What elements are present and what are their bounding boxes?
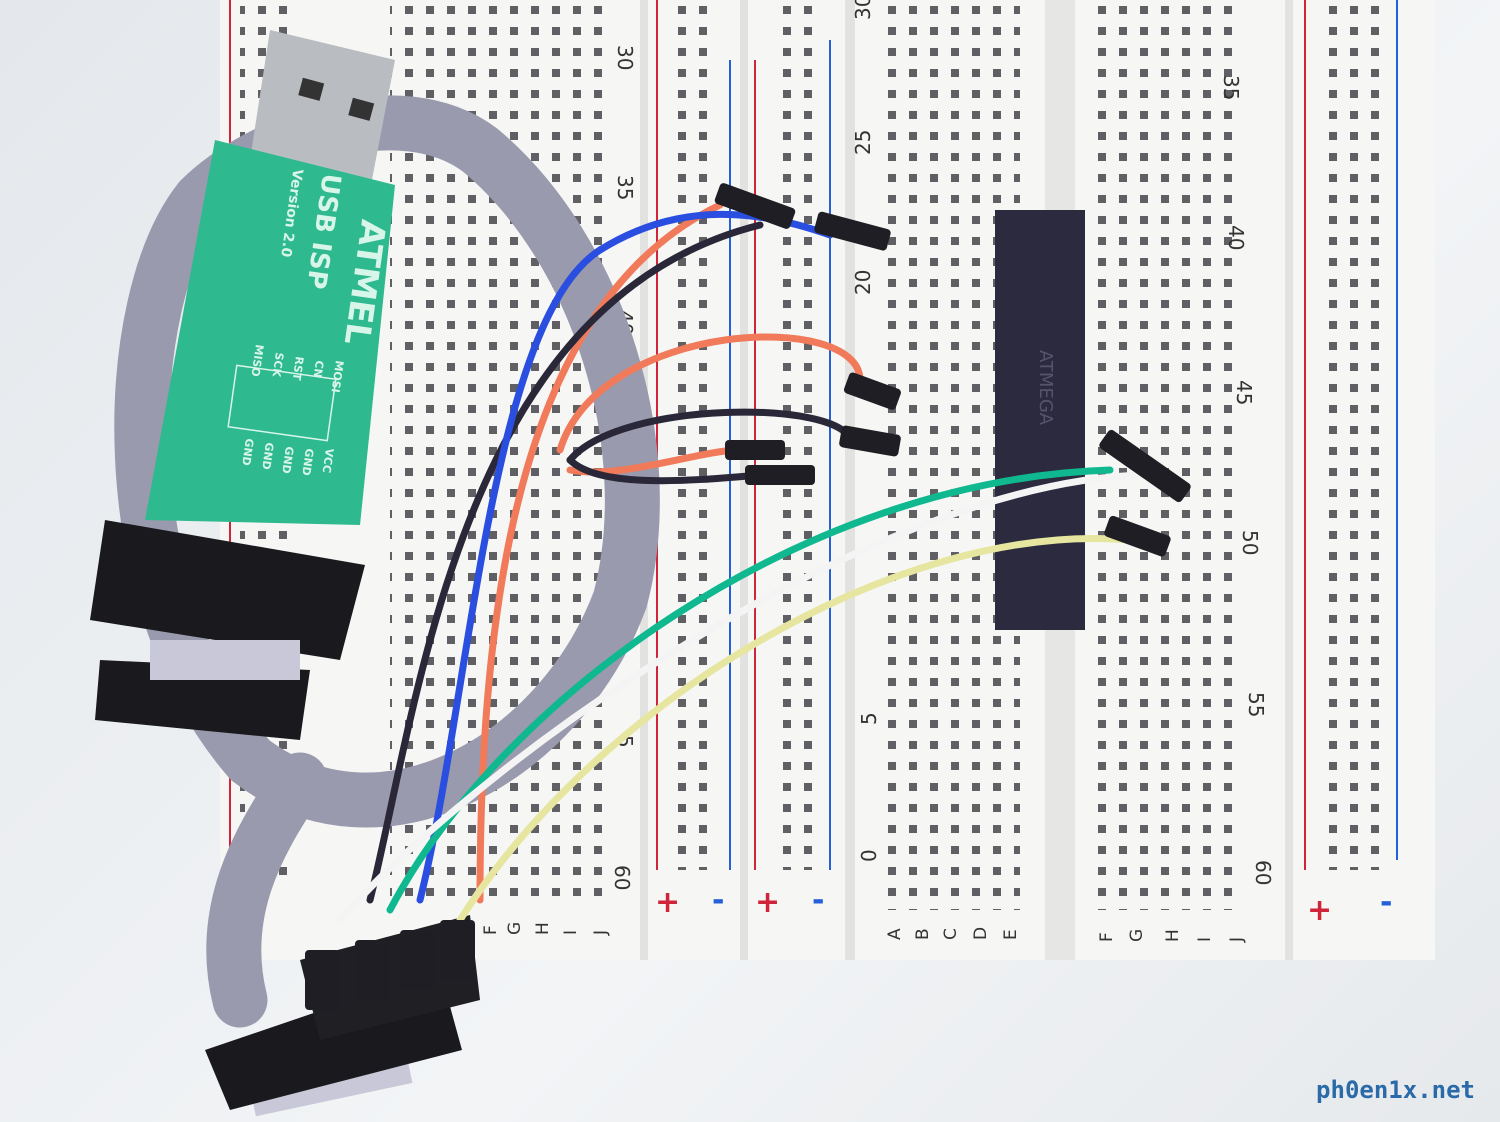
row-number: 55 (1244, 692, 1268, 717)
rail-minus-sign: - (1380, 885, 1392, 920)
row-number: 0 (857, 849, 881, 862)
wire-blue (416, 210, 834, 904)
pin-label: GND (279, 446, 296, 475)
column-letter: G (1127, 929, 1147, 942)
column-letter: F (481, 925, 501, 935)
row-number: 50 (1238, 530, 1262, 555)
column-letters: F G H I J A B C D E F G H I J (481, 922, 1247, 943)
row-number: 35 (613, 175, 637, 200)
row-number: 45 (1232, 380, 1256, 405)
chip-label: ATMEGA (1035, 350, 1056, 426)
right-number-labels: 35 40 45 50 55 60 (1219, 75, 1275, 885)
row-number: 60 (610, 865, 634, 890)
wire-yellow (456, 535, 1134, 924)
pin-label: VCC (320, 448, 336, 474)
column-letter: G (505, 922, 525, 935)
rail-minus-sign: - (812, 883, 824, 918)
middle-number-labels: 30 25 20 5 0 (851, 0, 881, 862)
pin-label: CN (311, 360, 326, 379)
watermark: ph0en1x.net (1316, 1076, 1475, 1104)
atmega-chip: ATMEGA (995, 210, 1085, 630)
column-letter: E (1001, 929, 1021, 940)
rail-plus-sign: + (655, 885, 680, 920)
row-number: 20 (851, 270, 875, 295)
column-letter: J (591, 930, 611, 936)
row-number: 25 (851, 130, 875, 155)
pin-label: GND (299, 448, 316, 477)
column-letter: H (1163, 929, 1183, 942)
jumper-connectors (305, 183, 1191, 1010)
column-letter: B (913, 928, 933, 940)
row-number: 60 (1251, 860, 1275, 885)
column-letter: I (561, 930, 581, 935)
column-letter: F (1097, 932, 1117, 942)
row-number: 5 (857, 712, 881, 725)
rail-minus-sign: - (712, 883, 724, 918)
row-number: 30 (613, 45, 637, 70)
rail-plus-sign: + (1307, 893, 1332, 928)
ribbon-cable (114, 95, 660, 1028)
wire-black (366, 221, 764, 904)
wire-black-short (566, 408, 854, 464)
row-number: 40 (1224, 225, 1248, 250)
column-letter: C (941, 928, 961, 940)
row-number: 35 (1219, 75, 1243, 100)
pin-label: GND (239, 438, 256, 467)
rail-plus-sign: + (755, 885, 780, 920)
column-letter: D (971, 927, 991, 940)
pin-label: GND (259, 442, 276, 471)
column-letter: J (1227, 937, 1247, 943)
wire-white (336, 471, 1164, 924)
pin-label: MOSI (329, 360, 346, 394)
wire-orange-short (556, 333, 864, 454)
wire-orange (476, 201, 724, 904)
column-letter: I (1195, 937, 1215, 942)
column-letter: H (533, 922, 553, 935)
column-letter: A (885, 928, 905, 940)
jumper-wires (336, 201, 1164, 924)
row-number: 30 (851, 0, 875, 20)
usb-isp-programmer: ATMEL USB ISP Version 2.0 MOSI CN RST SC… (90, 30, 395, 740)
